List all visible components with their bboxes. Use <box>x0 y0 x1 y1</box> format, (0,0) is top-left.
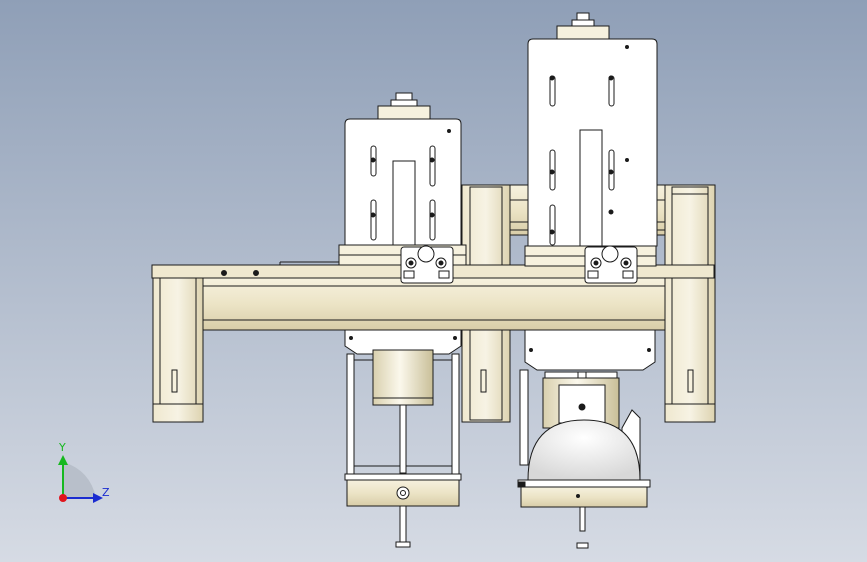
left-axis-carriage <box>338 92 467 284</box>
triad-y-label: Y <box>59 441 66 454</box>
coordinate-triad <box>58 455 103 503</box>
right-tool-head <box>517 329 656 549</box>
left-post <box>152 275 204 423</box>
left-tool-head <box>344 329 462 548</box>
triad-plane-icon <box>63 462 96 498</box>
triad-x-axis <box>59 494 67 502</box>
right-axis-carriage <box>524 12 658 284</box>
right-post <box>664 184 716 423</box>
triad-z-label: Z <box>102 486 110 499</box>
